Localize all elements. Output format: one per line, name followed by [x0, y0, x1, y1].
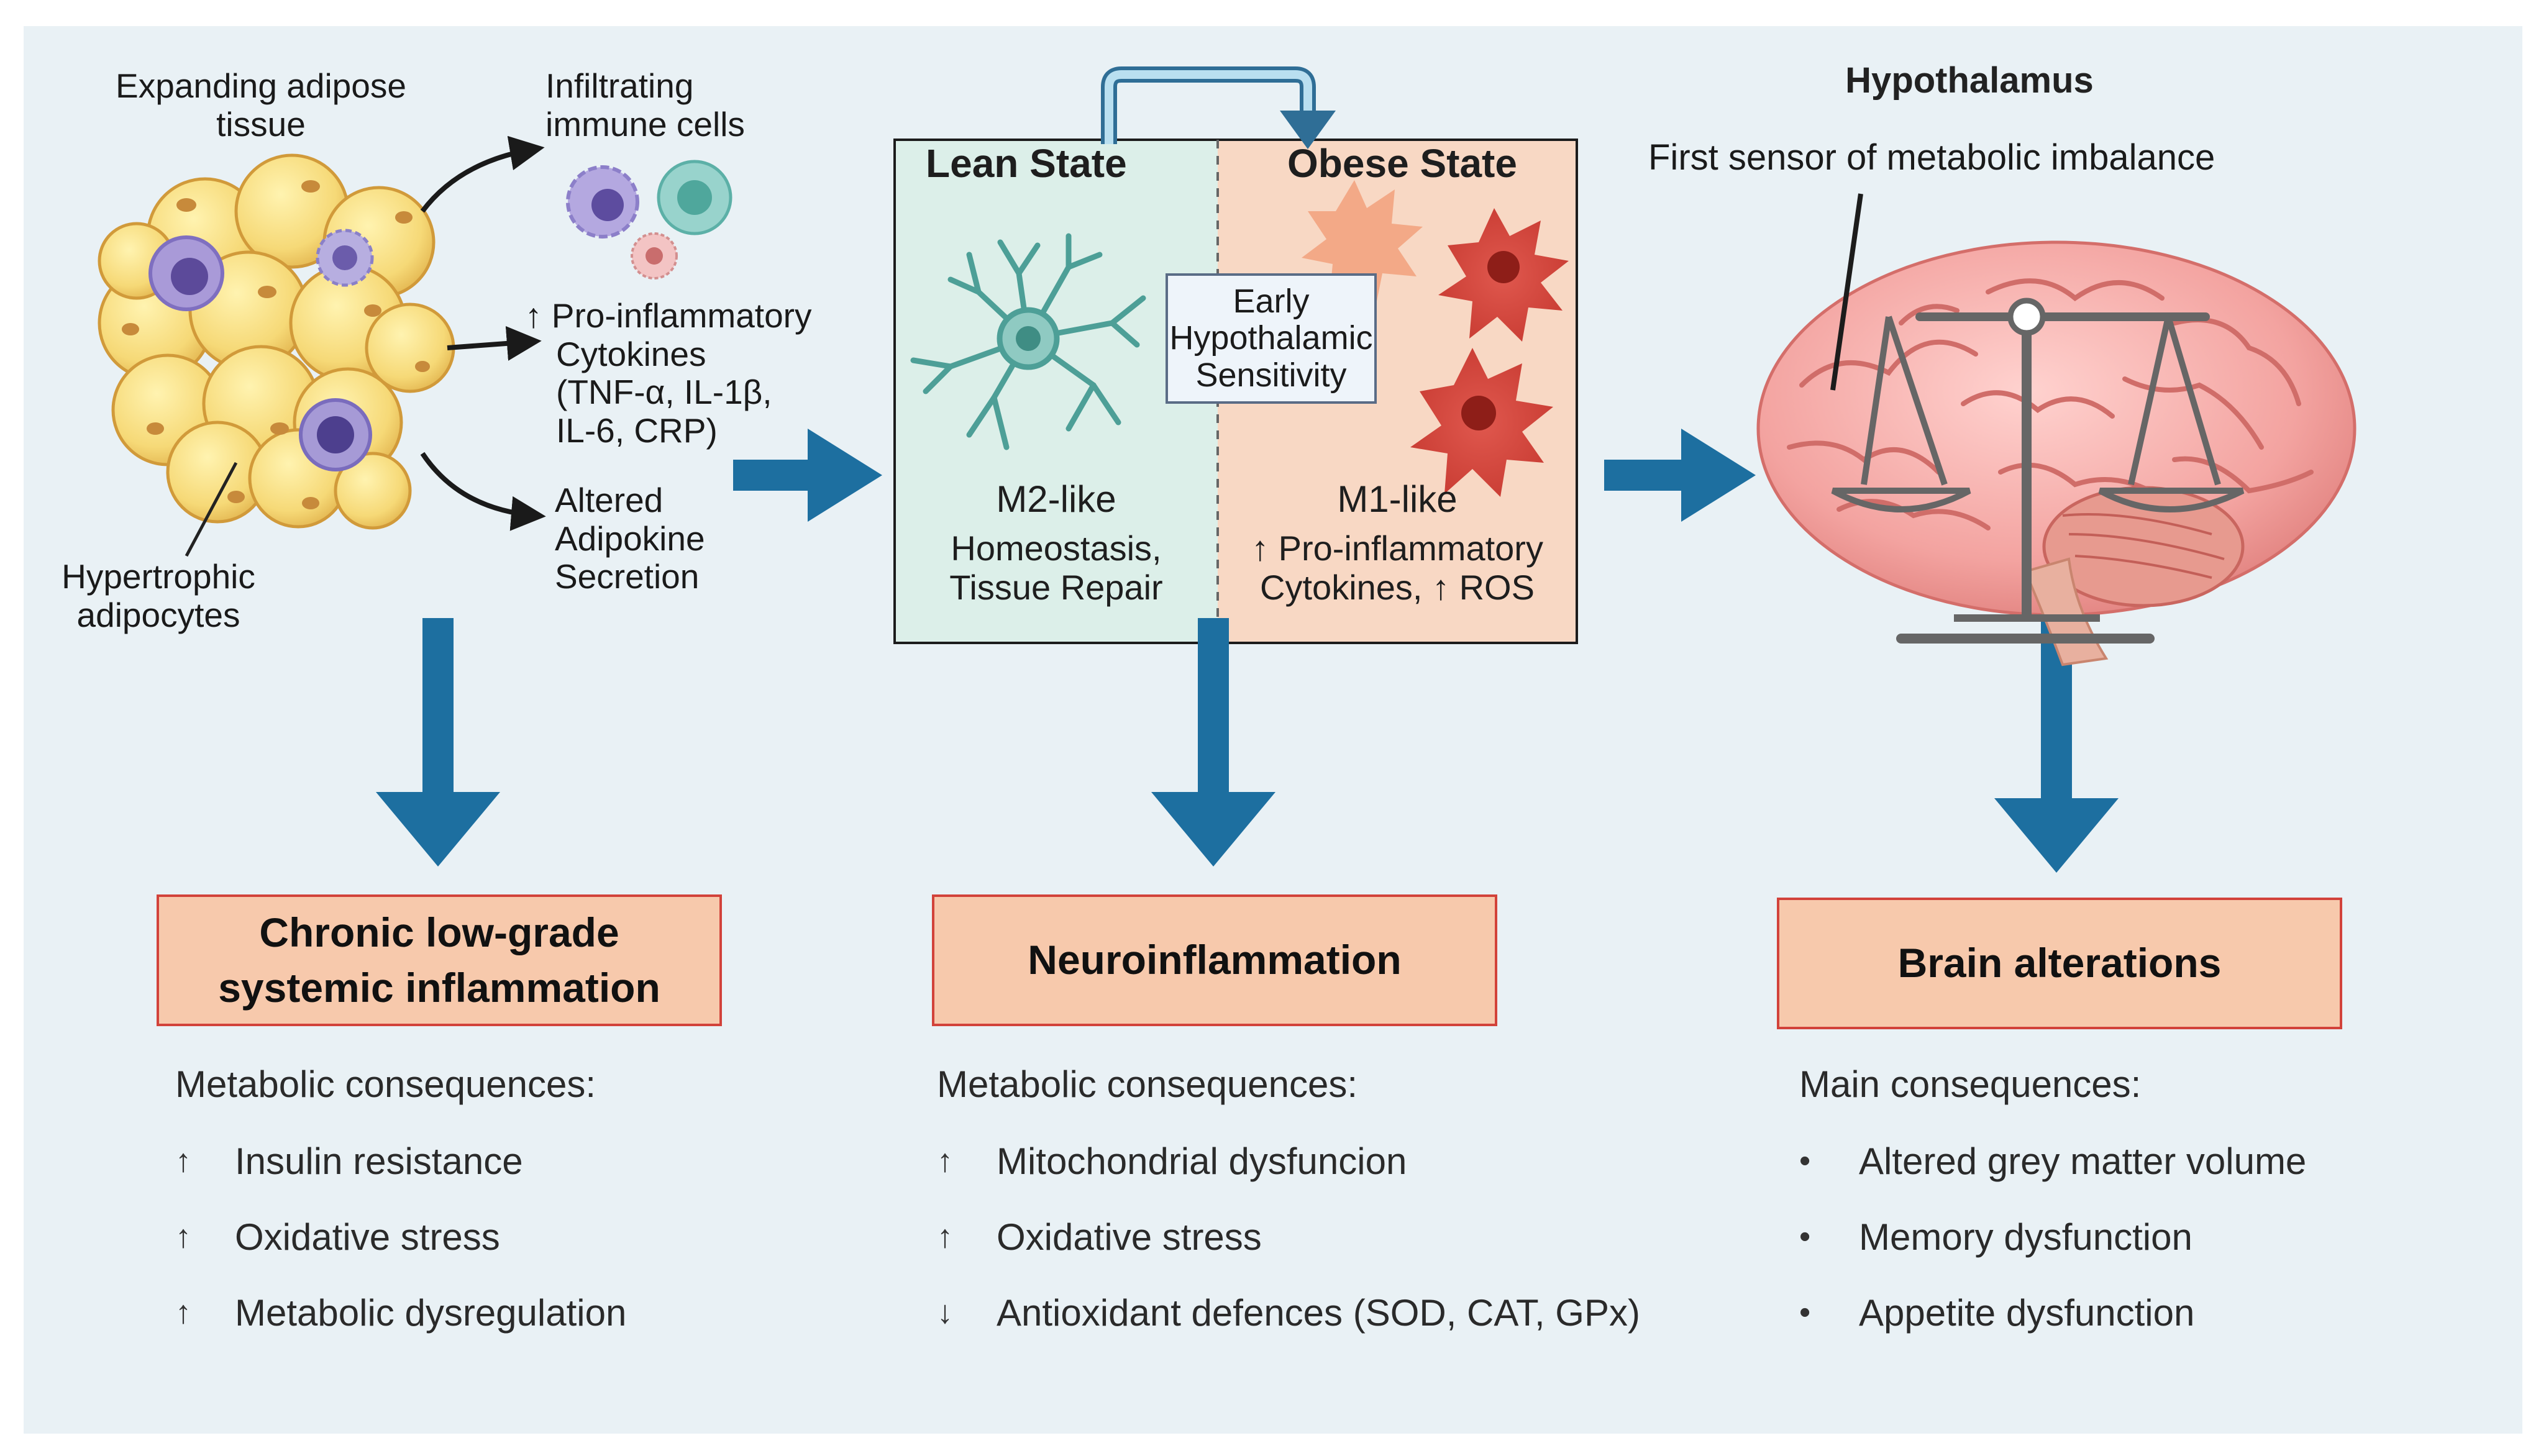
arrow-to-adipokine [420, 452, 546, 531]
list-marker: • [1799, 1219, 1811, 1255]
m1-desc-line1: ↑ Pro-inflammatory [1251, 529, 1543, 568]
cytokines-line2: Cytokines [556, 334, 706, 373]
hypothalamus-subtitle: First sensor of metabolic imbalance [1648, 137, 2215, 178]
list-item-text: Oxidative stress [997, 1216, 1262, 1258]
consequences-list-1: ↑ Insulin resistance ↑ Oxidative stress … [175, 1123, 626, 1350]
list-item: ↑ Metabolic dysregulation [175, 1275, 626, 1350]
adipose-title-line2: tissue [216, 104, 306, 143]
list-marker: ↑ [937, 1219, 953, 1255]
list-item: • Memory dysfunction [1799, 1199, 2306, 1275]
m2-desc-line1: Homeostasis, [951, 529, 1162, 568]
outcome-1-title-line2: systemic inflammation [218, 965, 660, 1011]
cytokines-line4: IL-6, CRP) [556, 411, 718, 450]
adipocyte-nuclei [122, 180, 430, 509]
hypertrophic-label: Hypertrophic adipocytes [43, 557, 273, 634]
outcome-2-title: Neuroinflammation [1028, 937, 1402, 983]
infiltrating-immune-cells-in-tissue [148, 229, 374, 471]
adipokine-line2: Adipokine [555, 519, 705, 558]
list-item: • Altered grey matter volume [1799, 1123, 2306, 1199]
outcome-box-neuroinflammation: Neuroinflammation [932, 894, 1497, 1026]
arrow-to-cytokines [447, 325, 542, 361]
sensitivity-line1: Early [1233, 283, 1310, 320]
list-item-text: Metabolic dysregulation [235, 1291, 627, 1334]
m2-description: Homeostasis, Tissue Repair [895, 529, 1218, 607]
list-item-text: Antioxidant defences (SOD, CAT, GPx) [997, 1291, 1640, 1334]
outcome-box-brain-alterations: Brain alterations [1777, 898, 2342, 1029]
list-marker: ↑ [175, 1143, 191, 1179]
brain-illustration [1756, 240, 2357, 667]
list-marker: • [1799, 1294, 1811, 1331]
adipokine-label: Altered Adipokine Secretion [555, 481, 705, 596]
list-item: ↑ Insulin resistance [175, 1123, 626, 1199]
immune-cells-legend-illustration [566, 160, 732, 280]
m1-like-label: M1-like [1337, 478, 1458, 520]
m2-nucleus [1016, 326, 1041, 351]
m2-like-label: M2-like [996, 478, 1116, 520]
cytokines-line3: (TNF-α, IL-1β, [556, 373, 772, 412]
outcome-3-title: Brain alterations [1897, 940, 2222, 986]
list-item: ↓ Antioxidant defences (SOD, CAT, GPx) [937, 1275, 1640, 1350]
list-marker: ↑ [937, 1143, 953, 1179]
outcome-box-systemic-inflammation: Chronic low-grade systemic inflammation [157, 894, 722, 1026]
m1-desc-line2: Cytokines, ↑ ROS [1260, 567, 1535, 607]
list-marker: ↑ [175, 1219, 191, 1255]
early-hypothalamic-sensitivity-box: Early Hypothalamic Sensitivity [1166, 273, 1377, 404]
list-item-text: Oxidative stress [235, 1216, 500, 1258]
list-item-text: Mitochondrial dysfuncion [997, 1140, 1407, 1182]
obese-state-title: Obese State [1287, 141, 1517, 186]
list-marker: ↓ [937, 1294, 953, 1331]
list-marker: • [1799, 1143, 1811, 1179]
sensitivity-line3: Sensitivity [1195, 356, 1347, 394]
balance-scale-illustration [1831, 298, 2245, 644]
hypothalamus-pointer-line [1830, 193, 1863, 391]
lean-state-title: Lean State [926, 141, 1127, 186]
list-item-text: Appetite dysfunction [1859, 1291, 2195, 1334]
immune-cells-line1: Infiltrating [545, 66, 694, 105]
list-item-text: Insulin resistance [235, 1140, 523, 1182]
immune-cells-line2: immune cells [545, 104, 745, 143]
hypertrophic-line1: Hypertrophic [62, 557, 255, 596]
consequences-heading-2: Metabolic consequences: [937, 1063, 1358, 1105]
arrow-to-immune-cells [420, 135, 545, 213]
consequences-heading-1: Metabolic consequences: [175, 1063, 596, 1105]
list-marker: ↑ [175, 1294, 191, 1331]
hypertrophic-line2: adipocytes [76, 595, 240, 634]
adipose-tissue-title: Expanding adipose tissue [87, 66, 435, 143]
sensitivity-line2: Hypothalamic [1169, 319, 1373, 357]
immune-cells-label: Infiltrating immune cells [545, 66, 745, 143]
adipokine-line3: Secretion [555, 557, 700, 596]
lean-to-obese-arrow-head [1280, 111, 1336, 149]
hypothalamus-title: Hypothalamus [1845, 60, 2094, 101]
consequences-list-3: • Altered grey matter volume • Memory dy… [1799, 1123, 2306, 1350]
m2-desc-line2: Tissue Repair [949, 567, 1163, 607]
list-item: ↑ Oxidative stress [175, 1199, 626, 1275]
flow-arrows [376, 429, 2119, 873]
list-item: ↑ Oxidative stress [937, 1199, 1640, 1275]
lean-to-obese-arrow [1101, 66, 1316, 144]
adipose-title-line1: Expanding adipose [116, 66, 406, 105]
cytokines-label: ↑ Pro-inflammatory Cytokines (TNF-α, IL-… [525, 296, 812, 450]
consequences-list-2: ↑ Mitochondrial dysfuncion ↑ Oxidative s… [937, 1123, 1640, 1350]
adipokine-line1: Altered [555, 481, 664, 519]
adipose-tissue-cluster-illustration [98, 153, 455, 530]
list-item: • Appetite dysfunction [1799, 1275, 2306, 1350]
cytokines-line1: ↑ Pro-inflammatory [525, 296, 812, 335]
m1-description: ↑ Pro-inflammatory Cytokines, ↑ ROS [1218, 529, 1577, 607]
list-item: ↑ Mitochondrial dysfuncion [937, 1123, 1640, 1199]
hypertrophic-pointer-line [185, 462, 238, 557]
outcome-1-title-line1: Chronic low-grade [259, 909, 619, 955]
list-item-text: Memory dysfunction [1859, 1216, 2192, 1258]
list-item-text: Altered grey matter volume [1859, 1140, 2307, 1182]
consequences-heading-3: Main consequences: [1799, 1063, 2142, 1105]
